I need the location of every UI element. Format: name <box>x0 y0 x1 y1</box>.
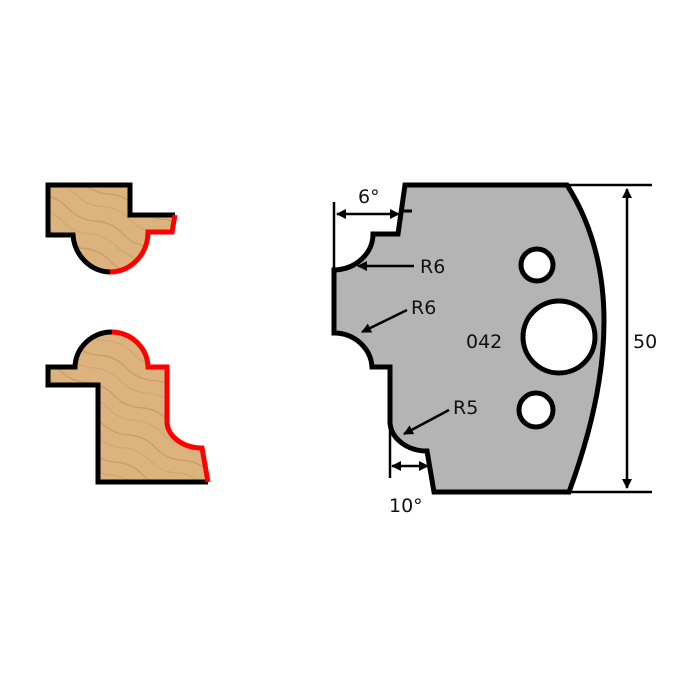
radius-top-label: R6 <box>420 256 445 278</box>
radius-bottom-label: R5 <box>453 397 478 419</box>
wood-profile-top <box>45 182 178 275</box>
outline-black <box>45 182 175 275</box>
mounting-hole-bottom <box>516 390 556 430</box>
wood-profile-bottom <box>45 329 211 485</box>
mounting-hole-top <box>518 246 556 284</box>
dimensions: 50 6° 10° R6 R6 R5 042 <box>332 183 657 517</box>
radius-middle-label: R6 <box>411 297 436 319</box>
part-number-label: 042 <box>466 331 502 353</box>
cut-edge-red <box>109 214 178 275</box>
center-hole <box>520 298 598 376</box>
cutter-blade <box>331 182 607 495</box>
top-angle-label: 6° <box>358 186 380 208</box>
bottom-angle-label: 10° <box>389 495 423 517</box>
wood-section-fill <box>48 185 175 272</box>
radius-bottom-leader <box>403 408 450 436</box>
cut-edge-red <box>111 329 211 483</box>
radius-middle-leader <box>361 308 408 334</box>
outline-black <box>45 329 208 485</box>
wood-section-fill <box>48 331 208 482</box>
height-dimension-label: 50 <box>633 331 657 353</box>
